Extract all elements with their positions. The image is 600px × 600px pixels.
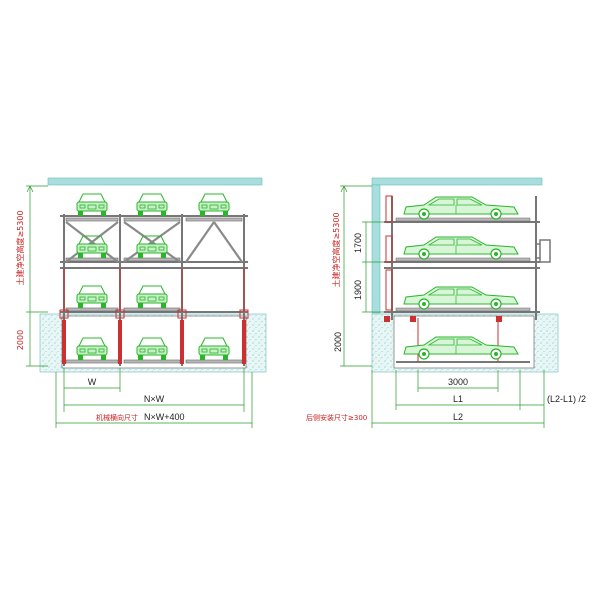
front-overall-label-cn: 机械横向尺寸: [96, 413, 138, 422]
side-view: 土建净空高度≥5300 1700 1900 2000 3000 L1 (L2-L…: [306, 177, 586, 428]
side-middle-level-label: 1900: [353, 280, 363, 300]
front-pit-depth-label: 2000: [16, 330, 25, 350]
front-pit-cavity: [61, 315, 247, 369]
side-offset-label: (L2-L1) /2: [547, 394, 586, 404]
front-span-label: N×W: [144, 394, 165, 404]
side-pit-depth-label: 2000: [333, 332, 343, 352]
side-l2-label: L2: [453, 412, 463, 422]
side-upper-level-label: 1700: [353, 233, 363, 253]
front-height-label: 土建净空高度≥5300: [15, 210, 25, 285]
front-overall-label-formula: N×W+400: [144, 412, 185, 422]
front-ceiling: [47, 177, 263, 186]
side-height-label: 土建净空高度≥5300: [331, 212, 341, 287]
side-l1-label: L1: [453, 394, 463, 404]
side-rear-clearance-label: 后侧安装尺寸≥300: [306, 413, 367, 422]
side-ceiling: [371, 177, 543, 186]
front-view: 土建净空高度≥5300 2000 W N×W 机械横向尺寸 N×W+400: [15, 177, 267, 428]
side-back-wall: [371, 184, 381, 314]
front-width-label: W: [88, 377, 97, 387]
side-platform-length-label: 3000: [448, 377, 468, 387]
